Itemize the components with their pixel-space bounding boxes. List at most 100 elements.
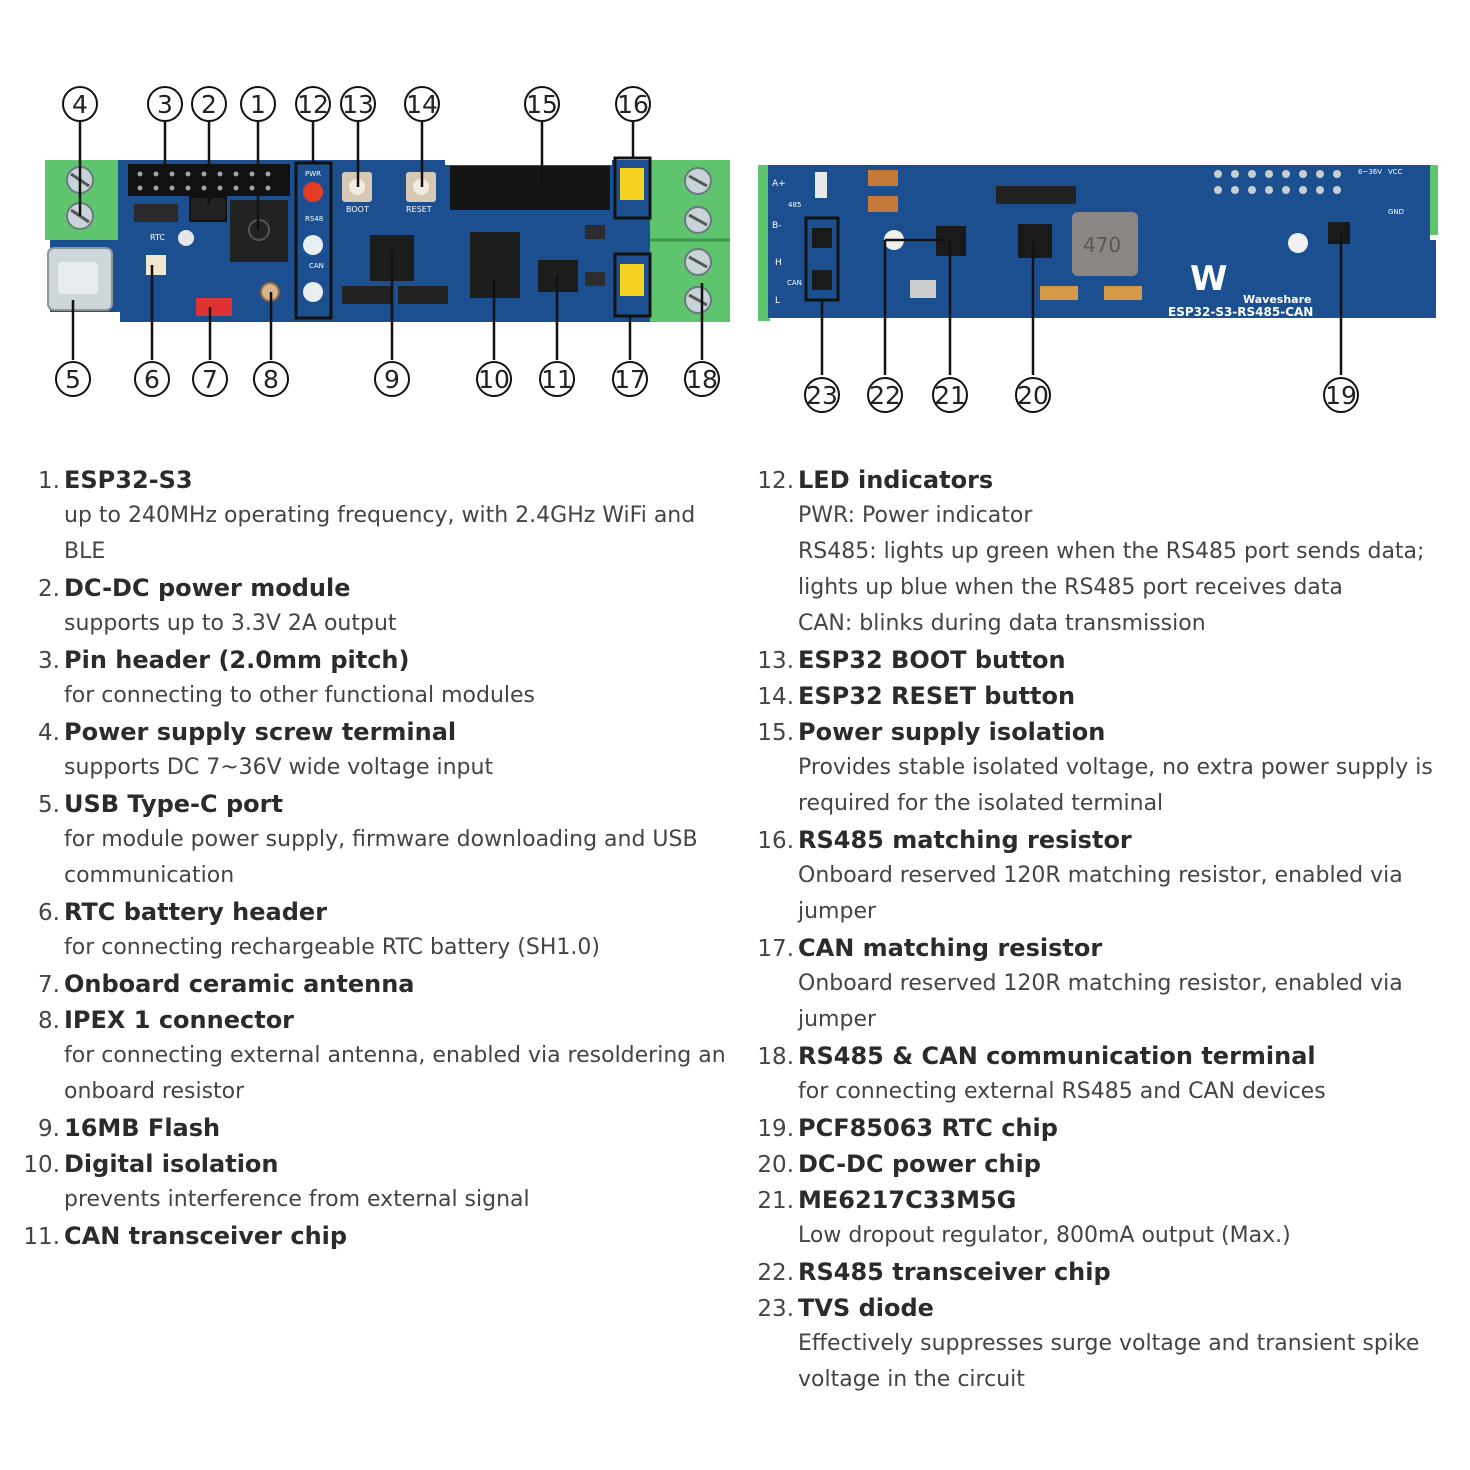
a-plus-silk-label: A+ — [772, 179, 786, 189]
callout-label: 18 — [686, 365, 718, 394]
callout-label: 22 — [869, 381, 901, 410]
inductor-label: 470 — [1083, 233, 1121, 257]
legend-item-header: 1.ESP32-S3 — [18, 462, 730, 498]
description-line: jumper — [798, 899, 877, 924]
legend-item-header: 10.Digital isolation — [18, 1146, 730, 1182]
legend-item-header: 2.DC-DC power module — [18, 570, 730, 606]
legend-item: 3.Pin header (2.0mm pitch)for connecting… — [18, 642, 730, 714]
brand-silk-label: Waveshare — [1243, 293, 1311, 306]
callout-label: 19 — [1325, 381, 1357, 410]
legend-item-number: 21. — [757, 1188, 794, 1214]
model-silk-label: ESP32-S3-RS485-CAN — [1168, 305, 1313, 319]
description-line: supports DC 7~36V wide voltage input — [64, 755, 494, 780]
back-terminal-edge — [758, 165, 770, 321]
legend-item-number: 1. — [38, 468, 60, 494]
l-silk-label: L — [775, 296, 780, 306]
isolated-power-module — [450, 166, 610, 210]
legend-item-description: for connecting rechargeable RTC battery … — [64, 930, 730, 966]
rs485-silk-label: RS48 — [305, 215, 323, 223]
legend-item-description: for connecting to other functional modul… — [64, 678, 730, 714]
legend-item-title: 16MB Flash — [64, 1114, 221, 1142]
description-line: for connecting external antenna, enabled… — [64, 1043, 726, 1068]
rtc-silk-label: RTC — [150, 233, 165, 242]
description-line: Low dropout regulator, 800mA output (Max… — [798, 1223, 1291, 1248]
back-board: A+ B- H L 485 CAN 470 6~36V VCC GND W Wa… — [758, 165, 1438, 321]
legend-item-title: CAN transceiver chip — [64, 1222, 348, 1250]
legend-item-header: 14.ESP32 RESET button — [748, 678, 1448, 714]
callout-label: 7 — [202, 365, 218, 394]
legend-item-title: IPEX 1 connector — [64, 1006, 295, 1034]
legend-item-title: ESP32 BOOT button — [798, 646, 1066, 674]
description-line: Onboard reserved 120R matching resistor,… — [798, 863, 1403, 888]
legend-item-title: ESP32-S3 — [64, 466, 193, 494]
legend-item-number: 9. — [38, 1116, 60, 1142]
legend-item-number: 19. — [757, 1116, 794, 1142]
legend-item-title: Onboard ceramic antenna — [64, 970, 415, 998]
description-line: communication — [64, 863, 235, 888]
callout-label: 8 — [263, 365, 279, 394]
legend-item-header: 12.LED indicators — [748, 462, 1448, 498]
legend-item-header: 18.RS485 & CAN communication terminal — [748, 1038, 1448, 1074]
legend-item-number: 16. — [757, 828, 794, 854]
description-line: jumper — [798, 1007, 877, 1032]
legend-item-description: supports DC 7~36V wide voltage input — [64, 750, 730, 786]
legend-item-number: 23. — [757, 1296, 794, 1322]
legend-item: 7.Onboard ceramic antenna — [18, 966, 730, 1002]
description-line: lights up blue when the RS485 port recei… — [798, 575, 1343, 600]
description-line: for connecting external RS485 and CAN de… — [798, 1079, 1326, 1104]
legend-item: 22.RS485 transceiver chip — [748, 1254, 1448, 1290]
waveshare-logo-icon: W — [1190, 259, 1228, 299]
description-line: Effectively suppresses surge voltage and… — [798, 1331, 1420, 1356]
legend-item: 6.RTC battery header for connecting recha… — [18, 894, 730, 966]
legend-item-number: 5. — [38, 792, 60, 818]
pwr-led — [303, 182, 323, 202]
legend-item-number: 18. — [757, 1044, 794, 1070]
voltage-silk-label: 6~36V — [1358, 168, 1382, 176]
legend-item: 11.CAN transceiver chip — [18, 1218, 730, 1254]
description-line: RS485: lights up green when the RS485 po… — [798, 539, 1425, 564]
legend-item: 2.DC-DC power module supports up to 3.3V … — [18, 570, 730, 642]
vcc-silk-label: VCC — [1388, 168, 1403, 176]
legend-item-title: DC-DC power chip — [798, 1150, 1041, 1178]
legend-item-number: 6. — [38, 900, 60, 926]
dc-dc-chip — [1018, 224, 1052, 258]
description-line: supports up to 3.3V 2A output — [64, 611, 397, 636]
h-silk-label: H — [775, 258, 782, 268]
callout-label: 5 — [65, 365, 81, 394]
rtc-chip — [1328, 222, 1350, 244]
description-line: up to 240MHz operating frequency, with 2… — [64, 503, 696, 528]
legend-item-description: for connecting external RS485 and CAN de… — [798, 1074, 1448, 1110]
legend-item-number: 11. — [23, 1224, 60, 1250]
legend-item: 14.ESP32 RESET button — [748, 678, 1448, 714]
callout-label: 4 — [72, 90, 88, 119]
legend-item-title: ME6217C33M5G — [798, 1186, 1017, 1214]
callout-label: 1 — [250, 90, 266, 119]
boot-silk-label: BOOT — [346, 205, 369, 214]
board-diagram: RTC PWR RS48 CAN BOOT RESET — [45, 86, 1438, 413]
gnd-silk-label: GND — [1388, 208, 1404, 216]
rs485-led — [303, 235, 323, 255]
legend-item-title: RS485 matching resistor — [798, 826, 1132, 854]
legend-item: 20.DC-DC power chip — [748, 1146, 1448, 1182]
legend-item-title: ESP32 RESET button — [798, 682, 1076, 710]
callout-label: 6 — [144, 365, 160, 394]
legend-item-header: 19.PCF85063 RTC chip — [748, 1110, 1448, 1146]
callout-label: 9 — [384, 365, 400, 394]
callout-label: 10 — [478, 365, 510, 394]
legend-item-title: DC-DC power module — [64, 574, 351, 602]
legend-item-title: Power supply isolation — [798, 718, 1106, 746]
legend-item-header: 23.TVS diode — [748, 1290, 1448, 1326]
callout-label: 21 — [934, 381, 966, 410]
legend-item-number: 4. — [38, 720, 60, 746]
description-line: for module power supply, firmware downlo… — [64, 827, 698, 852]
legend-item-header: 11.CAN transceiver chip — [18, 1218, 730, 1254]
legend-item-title: RTC battery header — [64, 898, 328, 926]
legend-item-header: 3.Pin header (2.0mm pitch) — [18, 642, 730, 678]
legend-item-description: Low dropout regulator, 800mA output (Max… — [798, 1218, 1448, 1254]
